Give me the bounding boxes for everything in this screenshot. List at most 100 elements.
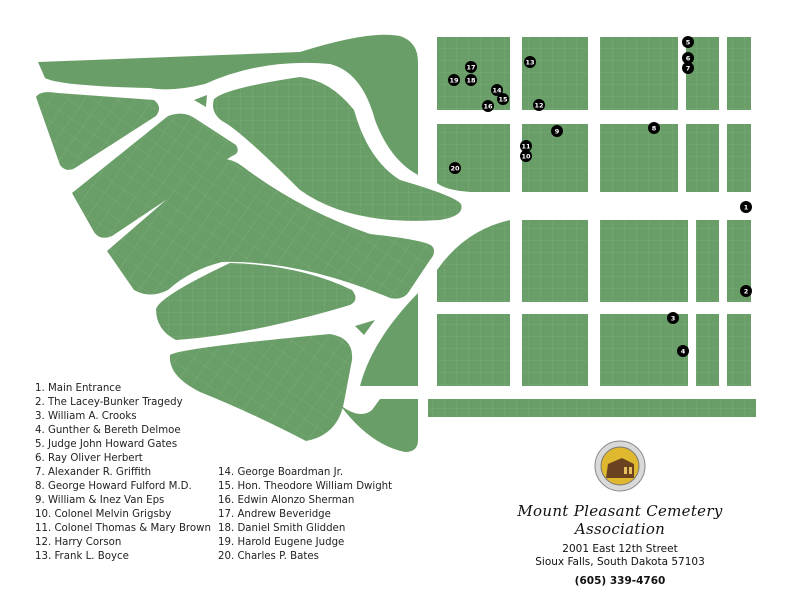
marker-number: 1 bbox=[744, 203, 749, 211]
map-marker-15[interactable]: 15 bbox=[497, 93, 509, 105]
map-marker-12[interactable]: 12 bbox=[533, 99, 545, 111]
marker-number: 14 bbox=[492, 86, 502, 94]
legend-item: 17. Andrew Beveridge bbox=[218, 509, 331, 520]
association-info: Mount Pleasant Cemetery Association 2001… bbox=[470, 440, 770, 587]
marker-dot bbox=[667, 312, 679, 324]
marker-number: 7 bbox=[686, 64, 691, 72]
marker-number: 4 bbox=[681, 347, 686, 355]
legend-item: 4. Gunther & Bereth Delmoe bbox=[35, 425, 181, 436]
marker-dot bbox=[682, 52, 694, 64]
map-marker-6[interactable]: 6 bbox=[682, 52, 694, 64]
block bbox=[437, 314, 510, 386]
map-marker-4[interactable]: 4 bbox=[677, 345, 689, 357]
legend-item: 7. Alexander R. Griffith bbox=[35, 467, 152, 478]
marker-dot bbox=[497, 93, 509, 105]
marker-dot bbox=[520, 140, 532, 152]
marker-number: 8 bbox=[652, 124, 657, 132]
legend-item: 16. Edwin Alonzo Sherman bbox=[218, 495, 355, 506]
map-marker-2[interactable]: 2 bbox=[740, 285, 752, 297]
map-marker-17[interactable]: 17 bbox=[465, 61, 477, 73]
marker-dot bbox=[465, 61, 477, 73]
section-central-north bbox=[213, 77, 462, 221]
map-marker-18[interactable]: 18 bbox=[465, 74, 477, 86]
section-southeast-curve bbox=[340, 399, 418, 452]
marker-dot bbox=[449, 162, 461, 174]
map-marker-3[interactable]: 3 bbox=[667, 312, 679, 324]
legend-item: 8. George Howard Fulford M.D. bbox=[35, 481, 192, 492]
marker-dot bbox=[740, 201, 752, 213]
legend-item: 19. Harold Eugene Judge bbox=[218, 537, 345, 548]
marker-dot bbox=[740, 285, 752, 297]
triangle-island-north bbox=[194, 95, 207, 107]
legend-item: 15. Hon. Theodore William Dwight bbox=[218, 481, 393, 492]
map-marker-19[interactable]: 19 bbox=[448, 74, 460, 86]
legend-item: 18. Daniel Smith Glidden bbox=[218, 523, 346, 534]
block bbox=[696, 314, 719, 386]
marker-number: 9 bbox=[555, 127, 560, 135]
marker-dot bbox=[533, 99, 545, 111]
map-marker-16[interactable]: 16 bbox=[482, 100, 494, 112]
block bbox=[522, 37, 588, 110]
map-marker-13[interactable]: 13 bbox=[524, 56, 536, 68]
marker-dot bbox=[677, 345, 689, 357]
marker-dot bbox=[551, 125, 563, 137]
block bbox=[522, 314, 588, 386]
block bbox=[600, 314, 688, 386]
map-marker-1[interactable]: 1 bbox=[740, 201, 752, 213]
marker-dot bbox=[524, 56, 536, 68]
block bbox=[686, 124, 719, 192]
map-marker-14[interactable]: 14 bbox=[491, 84, 503, 96]
section-top-band bbox=[38, 34, 418, 175]
map-marker-5[interactable]: 5 bbox=[682, 36, 694, 48]
curved-sections bbox=[36, 34, 462, 452]
marker-number: 12 bbox=[534, 101, 543, 109]
marker-dot bbox=[465, 74, 477, 86]
map-marker-10[interactable]: 10 bbox=[520, 150, 532, 162]
marker-number: 2 bbox=[744, 287, 749, 295]
legend-item: 3. William A. Crooks bbox=[35, 411, 137, 422]
marker-dot bbox=[491, 84, 503, 96]
block bbox=[600, 124, 678, 192]
marker-dot bbox=[520, 150, 532, 162]
block bbox=[522, 220, 588, 302]
legend-item: 2. The Lacey-Bunker Tragedy bbox=[35, 397, 183, 408]
section-south-2 bbox=[169, 334, 353, 441]
block-south-strip bbox=[428, 399, 756, 417]
address-line-2: Sioux Falls, South Dakota 57103 bbox=[535, 556, 705, 568]
marker-dot bbox=[482, 100, 494, 112]
marker-dot bbox=[648, 122, 660, 134]
legend-item: 10. Colonel Melvin Grigsby bbox=[35, 509, 172, 520]
phone-number: (605) 339-4760 bbox=[574, 575, 666, 587]
block bbox=[727, 314, 751, 386]
association-name: Mount Pleasant Cemetery Association bbox=[517, 502, 723, 538]
triangle-island-south bbox=[355, 320, 375, 335]
marker-number: 18 bbox=[466, 76, 476, 84]
block bbox=[727, 124, 751, 192]
map-marker-11[interactable]: 11 bbox=[520, 140, 532, 152]
marker-number: 3 bbox=[671, 314, 676, 322]
block bbox=[696, 220, 719, 302]
block bbox=[600, 220, 688, 302]
marker-number: 10 bbox=[521, 152, 531, 160]
marker-dot bbox=[682, 36, 694, 48]
marker-number: 16 bbox=[483, 102, 493, 110]
section-northwest bbox=[36, 92, 160, 170]
marker-number: 5 bbox=[686, 38, 691, 46]
block bbox=[600, 37, 678, 110]
association-logo bbox=[594, 440, 646, 492]
marker-number: 19 bbox=[449, 76, 459, 84]
section-west-1 bbox=[72, 113, 238, 238]
marker-number: 20 bbox=[450, 164, 460, 172]
map-marker-9[interactable]: 9 bbox=[551, 125, 563, 137]
block bbox=[727, 37, 751, 110]
marker-number: 13 bbox=[525, 58, 534, 66]
map-marker-8[interactable]: 8 bbox=[648, 122, 660, 134]
marker-dot bbox=[448, 74, 460, 86]
map-marker-20[interactable]: 20 bbox=[449, 162, 461, 174]
marker-number: 15 bbox=[498, 95, 508, 103]
marker-number: 17 bbox=[466, 63, 475, 71]
map-marker-7[interactable]: 7 bbox=[682, 62, 694, 74]
legend-item: 1. Main Entrance bbox=[35, 383, 122, 394]
